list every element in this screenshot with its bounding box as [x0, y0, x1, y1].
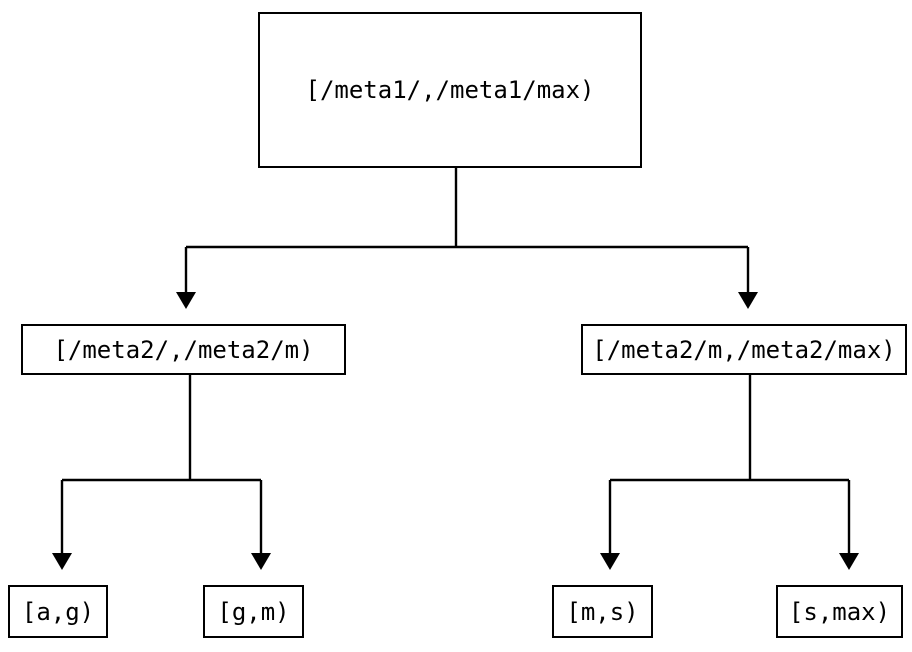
arrowhead-icon — [251, 553, 271, 570]
tree-node-leaf-4-label: [s,max) — [788, 597, 891, 626]
tree-node-leaf-1[interactable]: [a,g) — [8, 585, 108, 638]
tree-node-leaf-2-label: [g,m) — [217, 597, 290, 626]
arrowhead-icon — [52, 553, 72, 570]
edge-mid-right-to-leaf-3 — [600, 375, 849, 570]
tree-node-leaf-4[interactable]: [s,max) — [776, 585, 903, 638]
edge-root-to-mid-right — [738, 247, 758, 309]
arrowhead-icon — [839, 553, 859, 570]
edge-mid-left-to-leaf-2 — [251, 480, 271, 570]
arrowhead-icon — [600, 553, 620, 570]
tree-node-leaf-2[interactable]: [g,m) — [203, 585, 304, 638]
tree-node-mid-right[interactable]: [/meta2/m,/meta2/max) — [581, 324, 907, 375]
tree-node-leaf-3[interactable]: [m,s) — [552, 585, 653, 638]
tree-node-root[interactable]: [/meta1/,/meta1/max) — [258, 12, 642, 168]
tree-node-mid-left-label: [/meta2/,/meta2/m) — [53, 335, 314, 364]
tree-node-mid-left[interactable]: [/meta2/,/meta2/m) — [21, 324, 346, 375]
tree-node-leaf-3-label: [m,s) — [566, 597, 639, 626]
edge-mid-right-to-leaf-4 — [839, 480, 859, 570]
arrowhead-icon — [738, 292, 758, 309]
edge-root-to-mid-left — [176, 168, 748, 309]
arrowhead-icon — [176, 292, 196, 309]
tree-node-leaf-1-label: [a,g) — [21, 597, 95, 626]
tree-node-mid-right-label: [/meta2/m,/meta2/max) — [592, 335, 896, 364]
tree-node-root-label: [/meta1/,/meta1/max) — [305, 76, 595, 104]
edge-mid-left-to-leaf-1 — [52, 375, 261, 570]
